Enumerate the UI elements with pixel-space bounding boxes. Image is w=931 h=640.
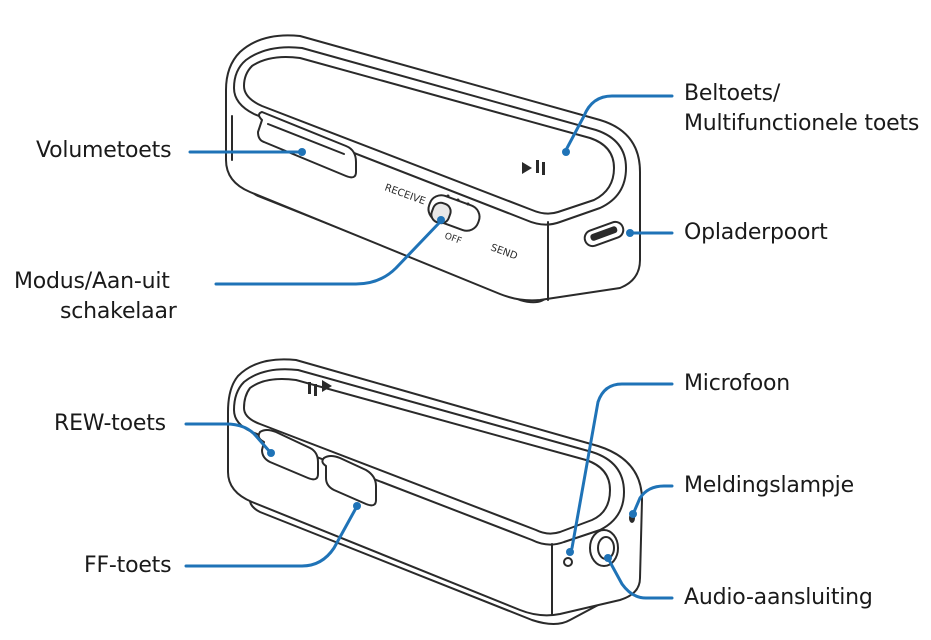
callout-ff [186, 508, 356, 566]
callout-audio-jack [610, 562, 672, 598]
label-rew-key: REW-toets [54, 411, 166, 436]
label-call-key-line2: Multifunctionele toets [684, 111, 920, 136]
label-mode-switch-line2: schakelaar [60, 299, 177, 324]
label-indicator-light: Meldingslampje [684, 473, 854, 498]
play-pause-icon-bottom [322, 380, 332, 392]
callout-microphone [572, 384, 672, 548]
device-top [226, 35, 640, 302]
label-mode-switch-line1: Modus/Aan-uit [14, 269, 170, 294]
callout-call-key [566, 96, 672, 150]
callout-mode-switch [216, 222, 440, 284]
microphone-hole [564, 558, 572, 566]
label-ff-key: FF-toets [84, 553, 172, 578]
ff-key [322, 456, 376, 505]
label-audio-jack: Audio-aansluiting [684, 585, 873, 610]
callout-rew [186, 424, 270, 452]
top-face-top [234, 47, 626, 224]
label-call-key-line1: Beltoets/ [684, 81, 781, 106]
label-microphone: Microfoon [684, 371, 791, 396]
callout-indicator [634, 486, 672, 512]
device-bottom [228, 359, 642, 624]
rew-key [259, 430, 318, 479]
volume-key [258, 112, 356, 177]
label-charger-port: Opladerpoort [684, 220, 828, 245]
play-pause-icon-top [522, 162, 532, 174]
callout-lines [186, 96, 672, 598]
top-face-bottom [234, 369, 624, 544]
label-volume-key: Volumetoets [36, 138, 172, 163]
